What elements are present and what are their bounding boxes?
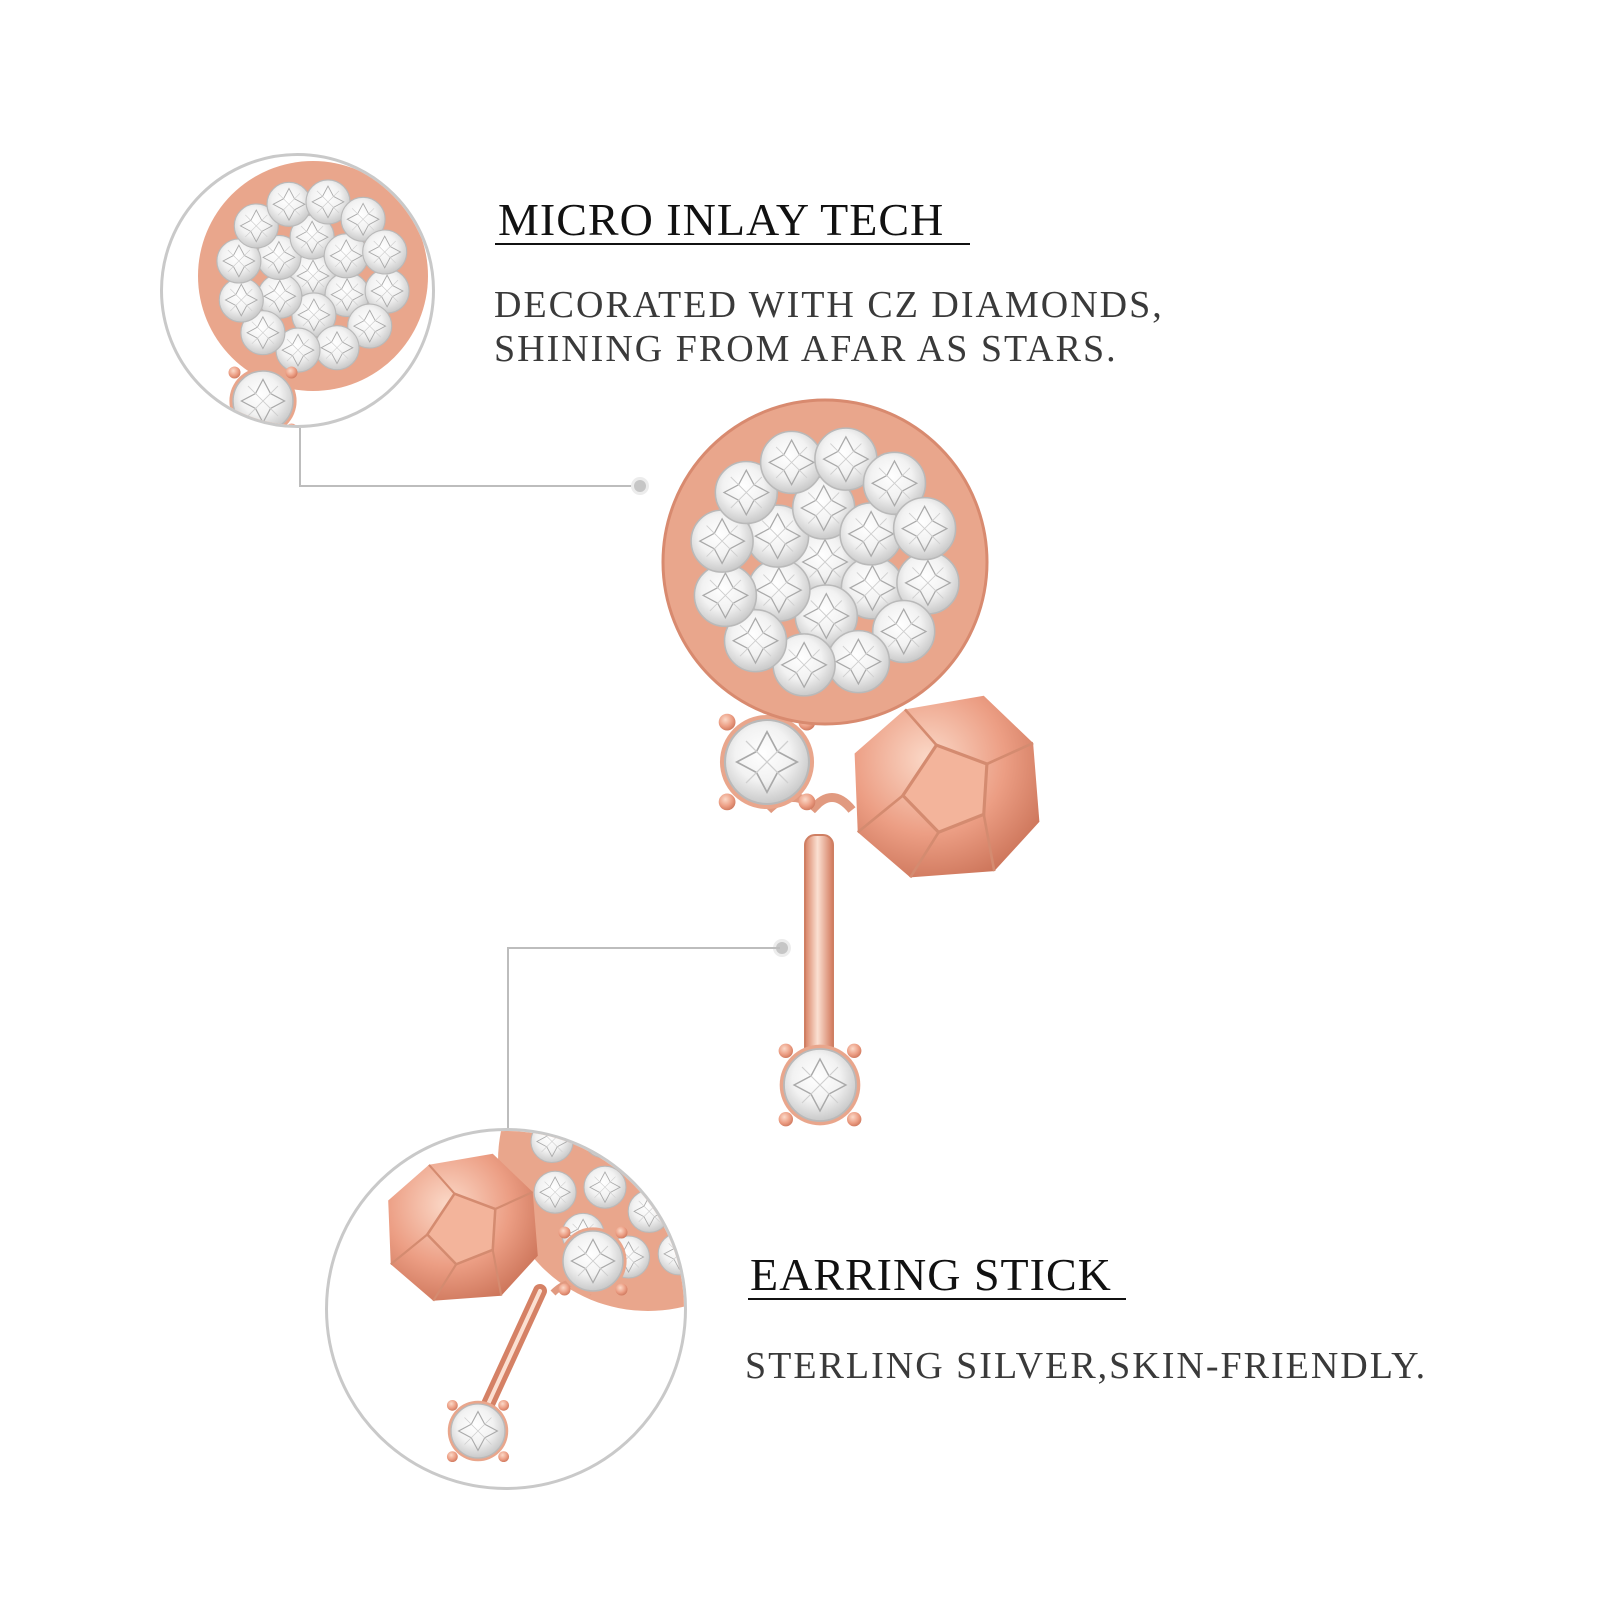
earring-stick-description: STERLING SILVER,SKIN-FRIENDLY. xyxy=(745,1345,1428,1387)
cz-stone-icon xyxy=(826,629,891,694)
earring-stick-callout-vertical xyxy=(507,947,509,1130)
pave-disc-icon xyxy=(198,161,432,425)
earring-stick-icon xyxy=(386,1131,684,1490)
micro-inlay-detail-circle xyxy=(160,153,435,428)
cz-stone-icon xyxy=(266,181,312,227)
micro-inlay-description-line-1: DECORATED WITH CZ DIAMONDS, xyxy=(494,284,1164,326)
micro-inlay-callout-vertical xyxy=(299,428,301,486)
earring-stick-callout-dot xyxy=(776,942,788,954)
cz-stone-icon xyxy=(362,229,408,275)
cz-stone-icon xyxy=(314,325,360,371)
cz-stone-icon xyxy=(693,563,758,628)
cz-stone-icon xyxy=(218,277,264,323)
earring-stick-title: EARRING STICK xyxy=(750,1249,1112,1300)
earring-stick-callout-horizontal xyxy=(507,947,780,949)
cz-stone-icon xyxy=(627,1189,671,1233)
micro-inlay-title: MICRO INLAY TECH xyxy=(498,194,945,245)
micro-inlay-description-line-2: SHINING FROM AFAR AS STARS. xyxy=(494,328,1118,370)
micro-inlay-callout-horizontal xyxy=(299,485,639,487)
earring-stick-detail-circle xyxy=(325,1128,687,1490)
micro-inlay-underline xyxy=(495,243,970,245)
earring-stick-underline xyxy=(748,1298,1126,1300)
micro-inlay-callout-dot xyxy=(634,480,646,492)
cz-stone-icon xyxy=(533,1170,577,1214)
cz-stone-icon xyxy=(892,496,957,561)
cz-stone-icon xyxy=(626,1139,670,1183)
cz-stone-icon xyxy=(583,1165,627,1209)
earring-main-image xyxy=(661,398,1041,1155)
cz-stone-icon xyxy=(759,430,824,495)
